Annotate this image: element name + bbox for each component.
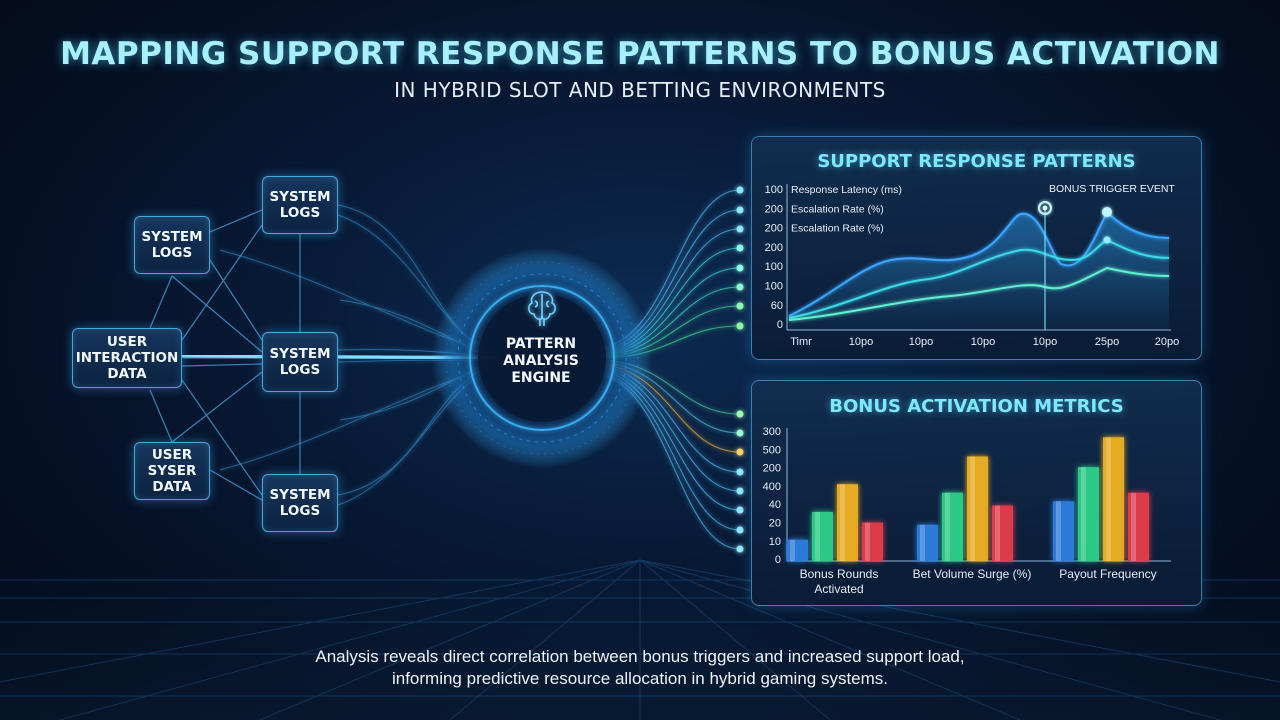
bonus-bar-highlight bbox=[840, 484, 845, 561]
response-y-tick: 200 bbox=[765, 203, 783, 215]
bonus-bar-highlight bbox=[865, 522, 870, 561]
response-x-tick: 10po bbox=[909, 336, 933, 348]
response-y-tick: 200 bbox=[765, 242, 783, 254]
response-chart: 100 200 200 200 100 100 60 0 Response Latency (… bbox=[765, 183, 1180, 348]
bonus-bar-highlight bbox=[1106, 437, 1111, 561]
bonus-bar bbox=[967, 456, 988, 561]
bonus-bar bbox=[862, 522, 883, 561]
bonus-bar-highlight bbox=[970, 456, 975, 561]
response-x-tick: 20po bbox=[1155, 336, 1179, 348]
response-y-tick: 100 bbox=[765, 184, 783, 196]
bonus-group-label: Payout Frequency bbox=[1059, 567, 1156, 581]
bonus-y-tick: 40 bbox=[769, 499, 781, 511]
bonus-bar bbox=[992, 505, 1013, 561]
bonus-bar bbox=[837, 484, 858, 561]
response-y-tick: 200 bbox=[765, 223, 783, 235]
bonus-bar bbox=[1053, 501, 1074, 561]
response-y-tick: 0 bbox=[777, 319, 783, 331]
bonus-bar bbox=[812, 511, 833, 561]
response-y-tick: 60 bbox=[771, 300, 783, 312]
engine-label: PATTERN ANALYSIS ENGINE bbox=[503, 336, 579, 386]
bonus-bar-highlight bbox=[790, 539, 795, 561]
response-x-ticks: Timr 10po 10po 10po 10po 25po 20po bbox=[790, 336, 1179, 348]
floor-grid bbox=[0, 559, 1280, 720]
response-legend: Response Latency (ms) Escalation Rate (%)… bbox=[791, 184, 902, 235]
bonus-trigger-label: BONUS TRIGGER EVENT bbox=[1049, 183, 1175, 195]
bonus-y-tick: 400 bbox=[763, 481, 781, 493]
footer-line-1: Analysis reveals direct correlation betw… bbox=[315, 647, 965, 666]
bonus-y-tick: 0 bbox=[775, 554, 781, 566]
bonus-bar-highlight bbox=[1056, 501, 1061, 561]
response-x-tick: 10po bbox=[971, 336, 995, 348]
bonus-chart: 300 500 200 400 40 20 10 0 Bonus RoundsActivate… bbox=[763, 426, 1171, 596]
peak-marker-2 bbox=[1103, 236, 1111, 244]
brain-icon bbox=[528, 291, 556, 326]
response-x-tick: Timr bbox=[790, 336, 812, 348]
node-user-interaction-data: USER INTERACTION DATA bbox=[72, 328, 182, 388]
response-legend-item: Response Latency (ms) bbox=[791, 184, 902, 196]
page-subtitle: IN HYBRID SLOT AND BETTING ENVIRONMENTS bbox=[394, 78, 886, 102]
response-x-tick: 10po bbox=[849, 336, 873, 348]
bonus-bar-highlight bbox=[945, 492, 950, 561]
response-x-tick: 10po bbox=[1033, 336, 1057, 348]
bonus-bar-highlight bbox=[995, 505, 1000, 561]
page-title: MAPPING SUPPORT RESPONSE PATTERNS TO BON… bbox=[60, 36, 1220, 72]
response-y-tick: 100 bbox=[765, 281, 783, 293]
bonus-bar-highlight bbox=[815, 511, 820, 561]
bonus-activation-title: BONUS ACTIVATION METRICS bbox=[829, 396, 1124, 417]
bonus-bar bbox=[787, 539, 808, 561]
bonus-group-label: Activated bbox=[814, 582, 863, 596]
node-system-logs-middle: SYSTEM LOGS bbox=[262, 332, 338, 392]
response-area bbox=[789, 212, 1169, 330]
footer-caption: Analysis reveals direct correlation betw… bbox=[0, 646, 1280, 690]
bonus-bar-highlight bbox=[1131, 492, 1136, 561]
footer-line-2: informing predictive resource allocation… bbox=[391, 669, 889, 688]
bonus-bar bbox=[942, 492, 963, 561]
node-system-logs-bottom: SYSTEM LOGS bbox=[262, 474, 338, 532]
response-y-ticks: 100 200 200 200 100 100 60 0 bbox=[765, 184, 783, 331]
bonus-bar-highlight bbox=[1081, 467, 1086, 561]
response-y-tick: 100 bbox=[765, 261, 783, 273]
engine-core bbox=[432, 248, 652, 468]
node-links bbox=[149, 209, 301, 501]
bonus-y-tick: 20 bbox=[769, 518, 781, 530]
bonus-bars bbox=[787, 437, 1149, 561]
node-system-logs-left: SYSTEM LOGS bbox=[134, 216, 210, 274]
bonus-group-label: Bet Volume Surge (%) bbox=[913, 567, 1032, 581]
bonus-y-tick: 300 bbox=[763, 426, 781, 438]
bonus-y-tick: 200 bbox=[763, 463, 781, 475]
bonus-bar bbox=[1103, 437, 1124, 561]
node-system-logs-top: SYSTEM LOGS bbox=[262, 176, 338, 234]
bonus-y-tick: 10 bbox=[769, 536, 781, 548]
bonus-bar-highlight bbox=[920, 524, 925, 561]
response-x-tick: 25po bbox=[1095, 336, 1119, 348]
bonus-group-label: Bonus Rounds bbox=[800, 567, 879, 581]
endpoint-dots bbox=[736, 186, 744, 553]
response-legend-item: Escalation Rate (%) bbox=[791, 203, 884, 215]
node-user-syser-data: USER SYSER DATA bbox=[134, 442, 210, 500]
response-line-escalation-2 bbox=[788, 266, 1170, 321]
bonus-bar bbox=[917, 524, 938, 561]
bonus-trigger-marker bbox=[1038, 201, 1052, 215]
bonus-bar bbox=[1128, 492, 1149, 561]
support-response-title: SUPPORT RESPONSE PATTERNS bbox=[817, 151, 1136, 172]
bonus-y-tick: 500 bbox=[763, 444, 781, 456]
bonus-bar bbox=[1078, 467, 1099, 561]
peak-marker bbox=[1102, 207, 1112, 217]
bonus-y-ticks: 300 500 200 400 40 20 10 0 bbox=[763, 426, 781, 566]
response-legend-item: Escalation Rate (%) bbox=[791, 223, 884, 235]
